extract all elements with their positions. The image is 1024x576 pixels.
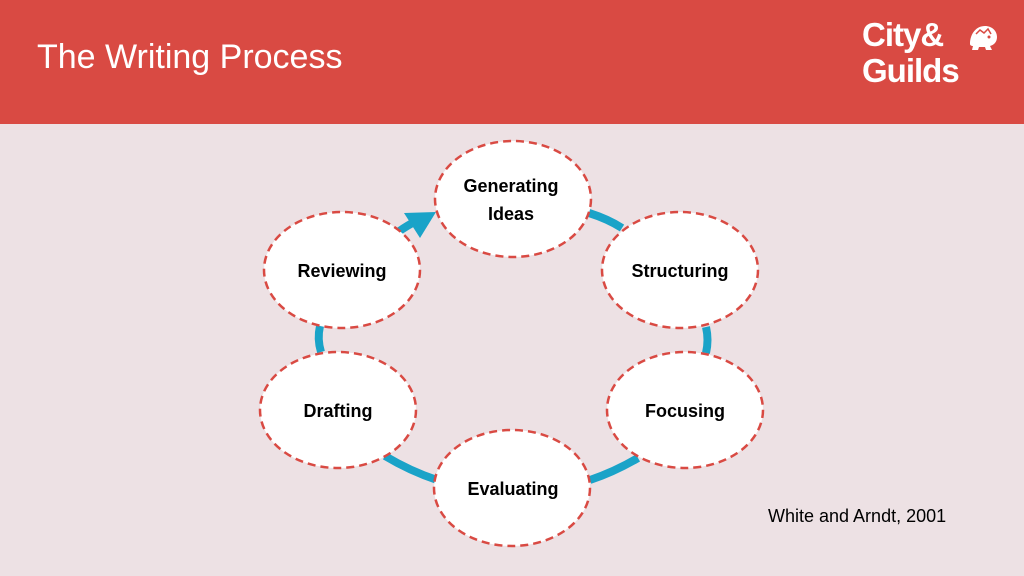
logo-line-1: City& bbox=[862, 16, 944, 53]
node-reviewing bbox=[262, 210, 422, 330]
connector-evaluating-to-drafting bbox=[382, 452, 439, 484]
node-label-reviewing: Reviewing bbox=[297, 261, 387, 281]
arrowhead-to-generating bbox=[404, 212, 436, 238]
connector-structuring-to-focusing bbox=[702, 326, 712, 354]
node-label-generating-line2: Ideas bbox=[487, 204, 535, 224]
citation-text: White and Arndt, 2001 bbox=[768, 506, 947, 526]
connector-drafting-to-reviewing bbox=[314, 325, 325, 354]
node-label-focusing: Focusing bbox=[645, 401, 725, 421]
connector-generating-to-structuring bbox=[587, 209, 625, 232]
page-title: The Writing Process bbox=[37, 38, 343, 76]
lion-icon bbox=[970, 26, 997, 50]
node-label-evaluating: Evaluating bbox=[467, 479, 559, 499]
connector-focusing-to-evaluating bbox=[588, 454, 641, 484]
node-label-generating-line1: Generating bbox=[463, 176, 559, 196]
node-drafting bbox=[258, 350, 418, 470]
node-generating-ideas bbox=[433, 139, 593, 259]
node-label-structuring: Structuring bbox=[631, 261, 729, 281]
node-structuring bbox=[600, 210, 760, 330]
node-evaluating bbox=[432, 428, 592, 548]
logo-line-2: Guilds bbox=[862, 52, 960, 89]
node-focusing bbox=[605, 350, 765, 470]
header-bar: The Writing Process City& Guilds bbox=[0, 0, 1024, 124]
node-label-generating: Generating Ideas bbox=[436, 172, 586, 228]
node-label-drafting: Drafting bbox=[303, 401, 373, 421]
city-and-guilds-logo: City& Guilds bbox=[862, 14, 1002, 90]
